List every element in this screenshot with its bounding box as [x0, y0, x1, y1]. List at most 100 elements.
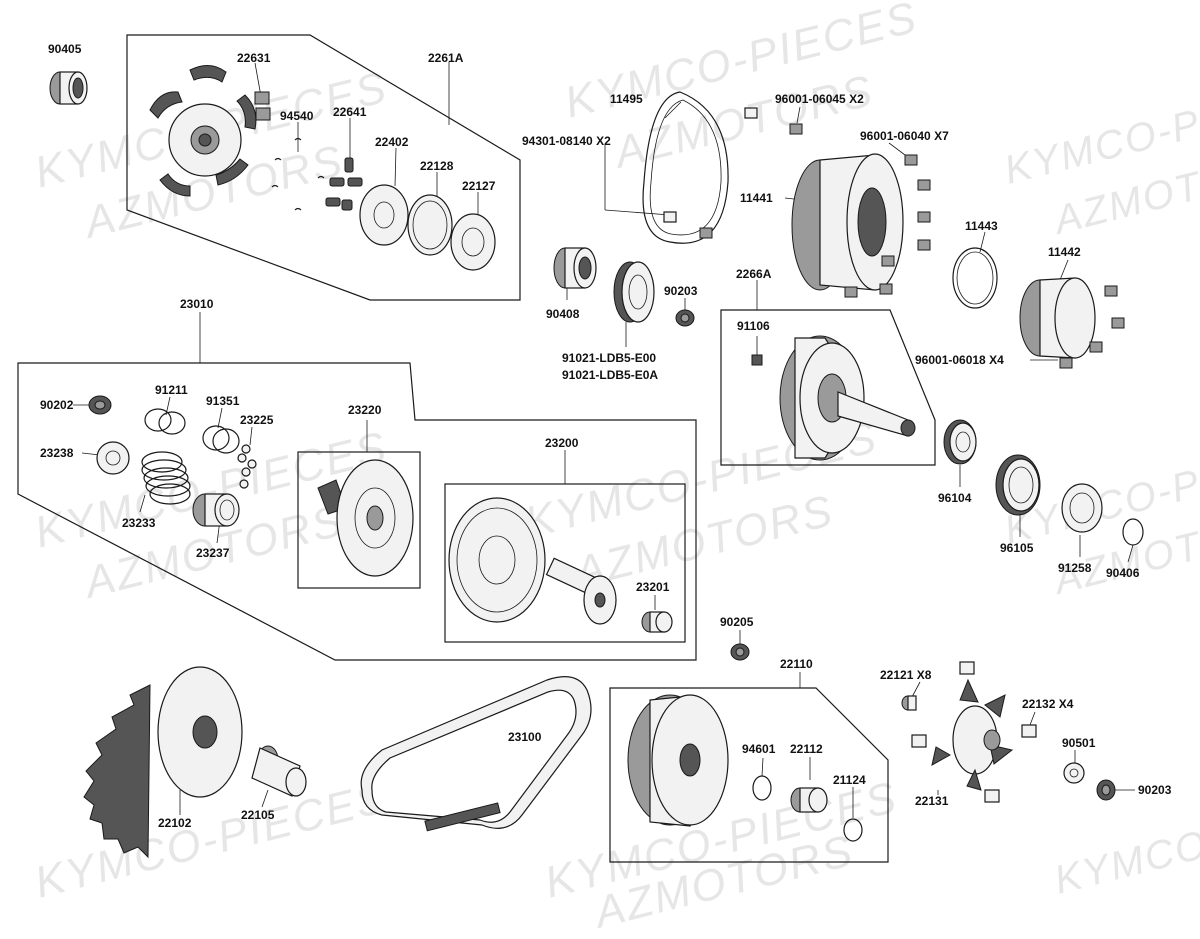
label-23237: 23237 [196, 546, 230, 560]
label-91351: 91351 [206, 394, 240, 408]
label-90501: 90501 [1062, 736, 1096, 750]
bearing-96105 [995, 454, 1041, 516]
snap-ring-94601 [752, 775, 772, 801]
bushing-23201 [641, 611, 673, 633]
spring-23233 [141, 451, 191, 505]
label-23238: 23238 [40, 446, 74, 460]
o-ring-91351 [202, 425, 240, 454]
label-21124: 21124 [833, 773, 866, 787]
label-90205: 90205 [720, 615, 754, 629]
label-91021-e00: 91021-LDB5-E00 [562, 351, 657, 365]
springs-22641 [325, 157, 363, 211]
label-23200: 23200 [545, 436, 579, 450]
label-22641: 22641 [333, 105, 367, 119]
label-91106: 91106 [737, 319, 770, 333]
label-96105: 96105 [1000, 541, 1034, 555]
label-23010: 23010 [180, 297, 214, 311]
sliders-22132 [911, 661, 1037, 803]
label-22127: 22127 [462, 179, 496, 193]
label-22132: 22132 X4 [1022, 697, 1074, 711]
clutch-bell-22110 [627, 694, 729, 827]
washer-90501 [1063, 762, 1085, 784]
washer-23238 [96, 441, 130, 475]
label-22131: 22131 [915, 794, 949, 808]
label-91258: 91258 [1058, 561, 1092, 575]
snap-ring-90406 [1122, 518, 1144, 546]
label-23100: 23100 [508, 730, 542, 744]
seal-96104 [943, 419, 977, 465]
snap-ring-21124 [843, 818, 863, 842]
label-22631: 22631 [237, 51, 271, 65]
label-91211: 91211 [155, 383, 188, 397]
cover-11441 [791, 153, 904, 291]
bushing-22105 [251, 745, 307, 797]
washer-91258 [1061, 483, 1103, 533]
label-11495: 11495 [610, 92, 643, 106]
drive-face-23200 [448, 497, 617, 625]
plate-22128 [407, 194, 453, 256]
group-frame-2261A [126, 34, 521, 301]
nut-90202 [88, 395, 112, 415]
label-22128: 22128 [420, 159, 454, 173]
clutch-shoe-assembly-22631 [149, 65, 271, 197]
rollers-22121 [901, 695, 917, 711]
label-90203-bottom: 90203 [1138, 783, 1172, 797]
label-90405: 90405 [48, 42, 82, 56]
group-frame-23220 [297, 451, 421, 589]
label-22402: 22402 [375, 135, 409, 149]
label-11443: 11443 [965, 219, 998, 233]
label-22112: 22112 [790, 742, 823, 756]
label-94301-08140: 94301-08140 X2 [522, 134, 611, 148]
label-23233: 23233 [122, 516, 156, 530]
bearing-91021 [613, 261, 655, 323]
drive-shaft-assembly-2266A [751, 335, 916, 461]
drive-face-23220 [317, 459, 414, 577]
bolts-96001-06040 [844, 154, 931, 298]
label-22110: 22110 [780, 657, 813, 671]
seal-90408 [553, 247, 597, 289]
pins-23225 [237, 444, 257, 489]
label-90408: 90408 [546, 307, 580, 321]
group-frame-22110 [609, 687, 889, 863]
label-96001-06018: 96001-06018 X4 [915, 353, 1004, 367]
label-11441: 11441 [740, 191, 773, 205]
label-22121: 22121 X8 [880, 668, 932, 682]
group-frame-23010 [17, 362, 697, 661]
label-22105: 22105 [241, 808, 275, 822]
collar-23237 [192, 493, 240, 527]
label-90203-top: 90203 [664, 284, 698, 298]
nut-90203-bottom [1096, 779, 1116, 801]
group-frame-2266A [720, 309, 936, 466]
gasket-11495 [642, 91, 729, 244]
nut-90205 [730, 643, 750, 661]
label-90406: 90406 [1106, 566, 1140, 580]
label-96001-06040: 96001-06040 X7 [860, 129, 949, 143]
label-94540: 94540 [280, 109, 314, 123]
drive-belt-23100 [360, 676, 592, 832]
label-23220: 23220 [348, 403, 382, 417]
leader-lines [73, 62, 1135, 818]
label-2261A: 2261A [428, 51, 464, 65]
snap-ring-91211 [144, 408, 186, 435]
label-11442: 11442 [1048, 245, 1081, 259]
label-96104: 96104 [938, 491, 972, 505]
plate-22127 [450, 213, 496, 271]
label-94601: 94601 [742, 742, 776, 756]
collar-22112 [790, 787, 828, 813]
exploded-parts-diagram [17, 34, 1144, 863]
label-91021-e0a: 91021-LDB5-E0A [562, 368, 659, 382]
nut-90203-top [675, 309, 695, 327]
bolts-96001-06018 [1059, 285, 1125, 369]
seal-90405 [49, 71, 88, 105]
gasket-11443 [952, 247, 998, 309]
dowel-pins-94301 [663, 107, 758, 223]
label-23201: 23201 [636, 580, 670, 594]
clips-94540 [271, 137, 325, 211]
bolts-96001-06045 [699, 123, 803, 239]
label-23225: 23225 [240, 413, 274, 427]
label-22102: 22102 [158, 816, 192, 830]
label-90202: 90202 [40, 398, 74, 412]
impeller-22131 [931, 678, 1014, 791]
label-2266A: 2266A [736, 267, 772, 281]
label-96001-06045: 96001-06045 X2 [775, 92, 864, 106]
